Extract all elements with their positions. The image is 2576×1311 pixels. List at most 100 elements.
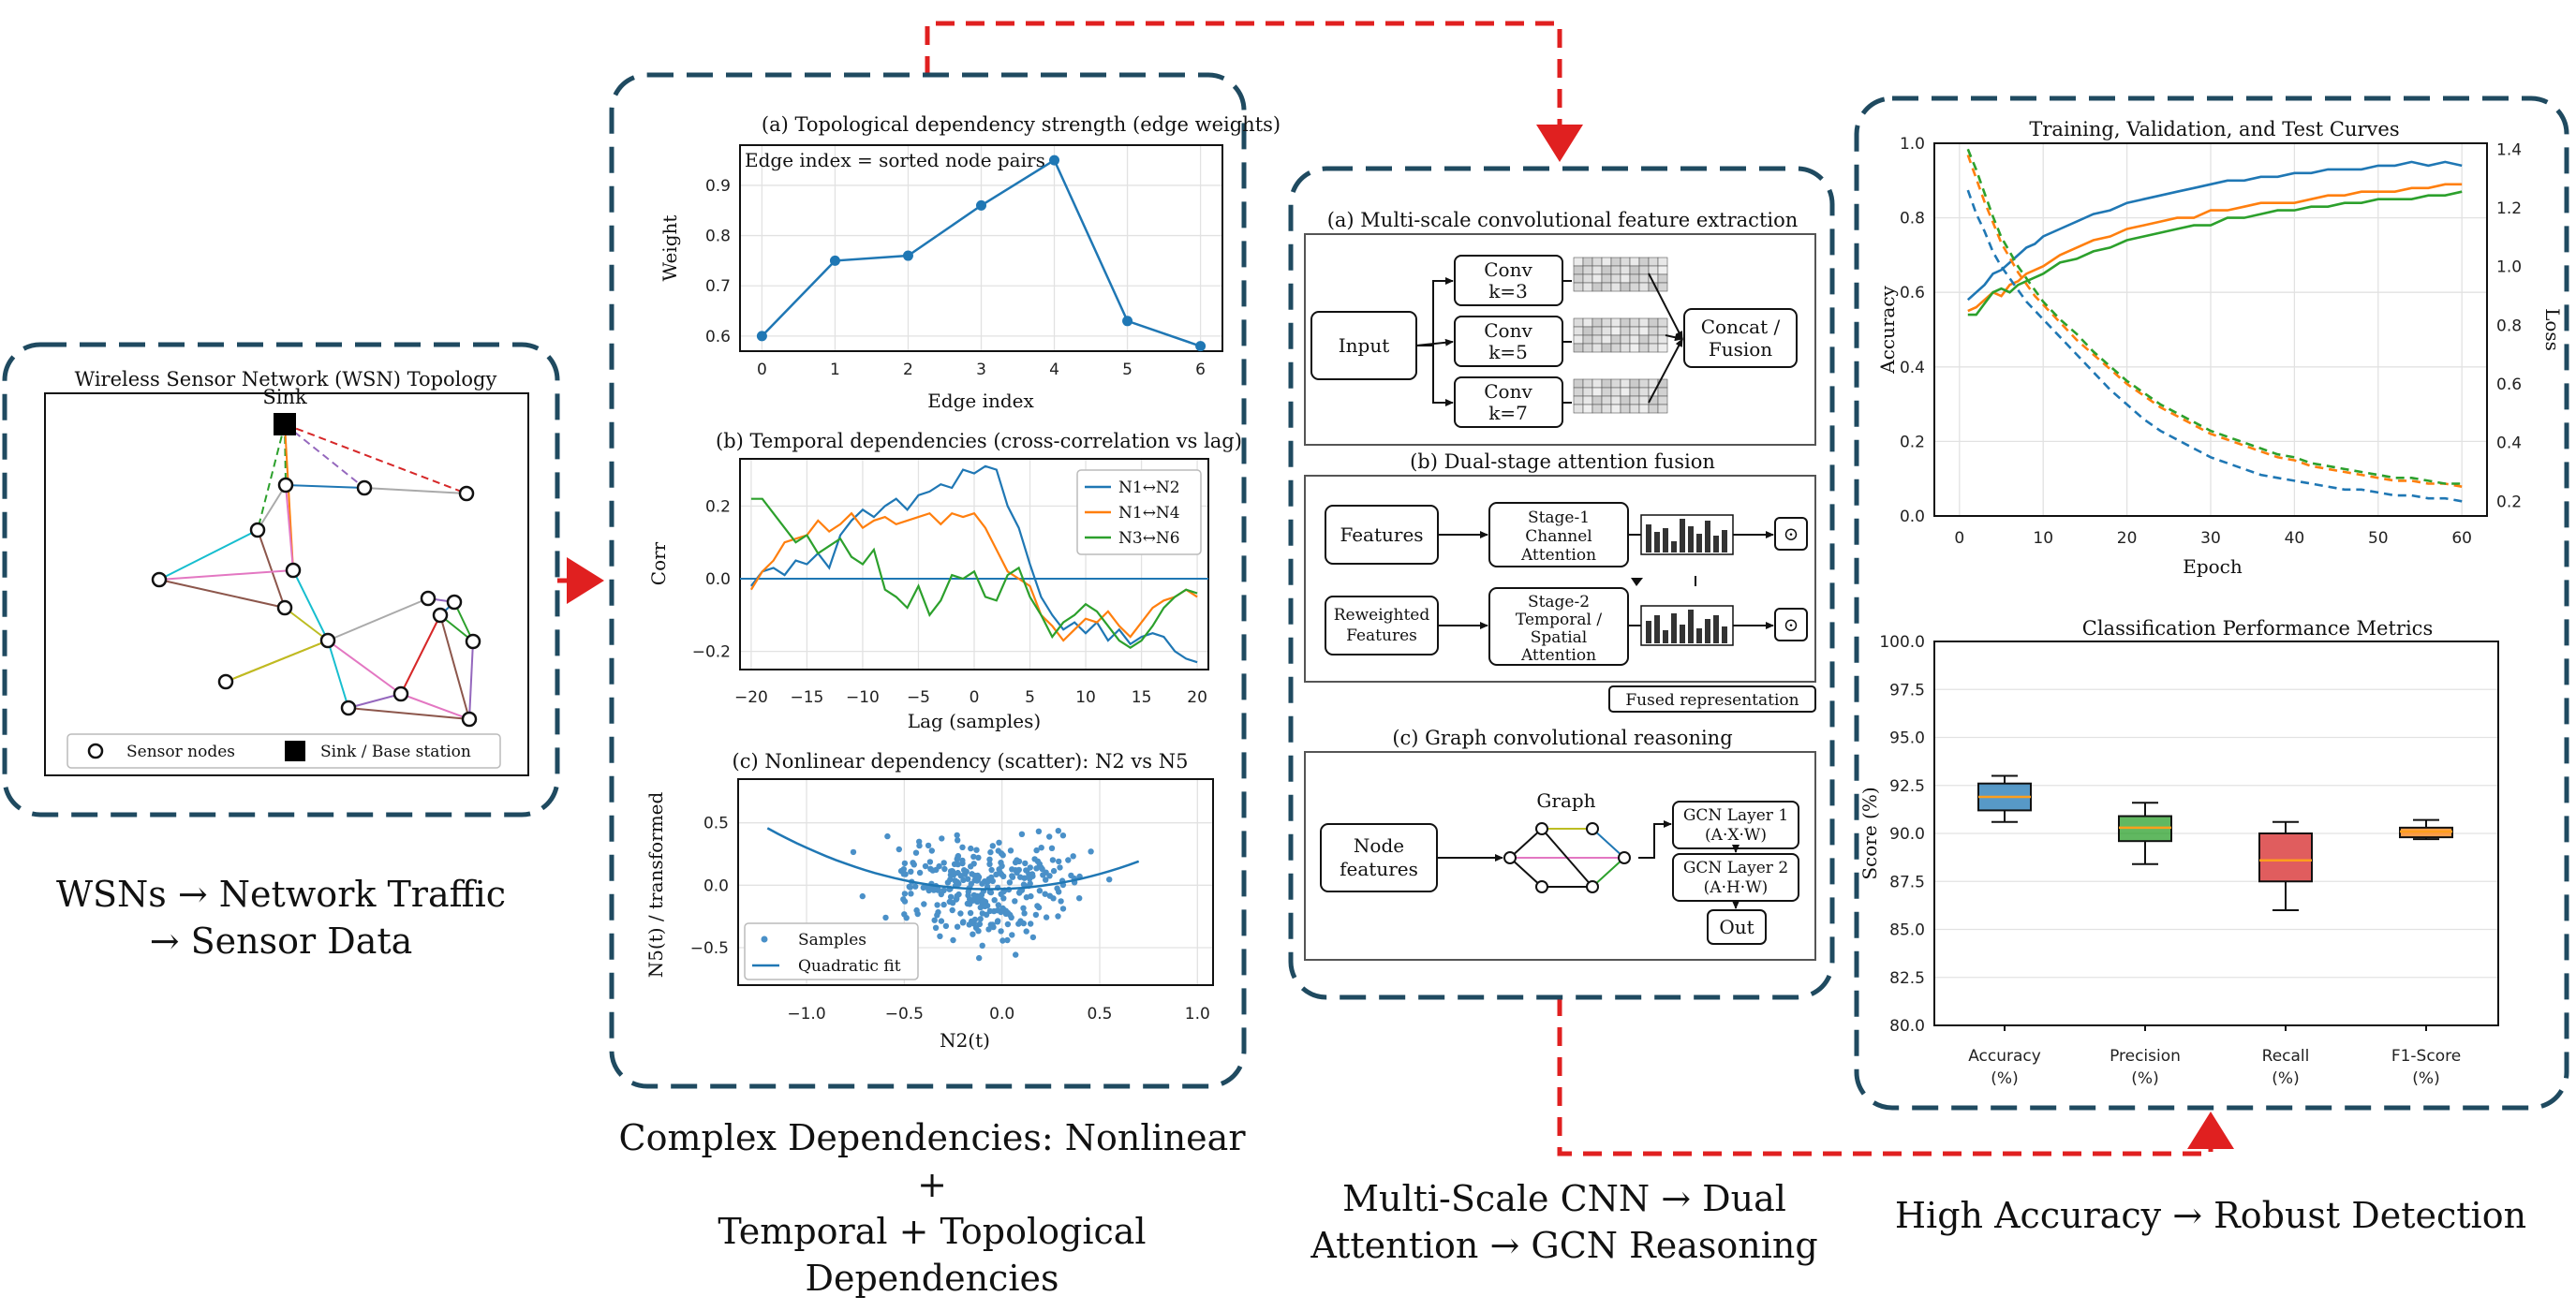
scatter-point: [850, 848, 857, 856]
scatter-point: [937, 933, 943, 939]
scatter-point: [913, 906, 920, 914]
sink-station-icon: [285, 741, 305, 761]
svg-text:Conv: Conv: [1484, 380, 1532, 403]
edge-x-tick: 5: [1122, 361, 1133, 379]
scatter-point: [897, 867, 905, 875]
wsn-edge: [285, 484, 365, 489]
box-y-tick: 90.0: [1889, 825, 1925, 844]
gcn-arrows: [1437, 820, 1740, 909]
scatter-points: [850, 828, 1113, 962]
sensor-node-icon: [87, 743, 104, 759]
scatter-point: [944, 879, 952, 886]
edge-y-tick: 0.9: [705, 177, 731, 196]
scatter-point: [971, 916, 979, 923]
edge-weight-point: [829, 255, 840, 266]
scatter-point: [954, 923, 961, 930]
feature-cell: [1629, 326, 1640, 336]
scatter-point: [1056, 889, 1062, 895]
scatter-point: [1013, 951, 1019, 958]
scatter-point: [1068, 872, 1074, 879]
scatter-point: [908, 868, 914, 875]
svg-text:Channel: Channel: [1525, 527, 1592, 546]
scatter-point: [910, 862, 917, 868]
box-x-label: Precision: [2110, 1047, 2181, 1066]
feature-cell: [1657, 334, 1668, 345]
legend-sensor-nodes: Sensor nodes: [126, 743, 235, 761]
feature-cell: [1601, 273, 1612, 284]
sensor-node: [319, 632, 336, 649]
attention-bar: [1646, 621, 1651, 643]
scatter-y-tick: 0.0: [703, 876, 729, 895]
feature-cell: [1610, 395, 1621, 405]
feature-cell: [1629, 257, 1640, 267]
corr-chart-ylabel: Corr: [647, 541, 670, 585]
attention-bar: [1654, 615, 1660, 643]
scatter-point: [1023, 867, 1029, 874]
scatter-point: [1000, 889, 1007, 895]
graph-node: [1535, 880, 1548, 893]
panel-results: [1854, 96, 2569, 1111]
box-x-label: F1-Score: [2391, 1047, 2461, 1066]
scatter-point: [947, 893, 955, 900]
graph-label: Graph: [1536, 789, 1595, 812]
feature-cell: [1591, 343, 1603, 353]
graph-edge: [1509, 828, 1543, 859]
stage2-box: Stage-2 Temporal / Spatial Attention: [1488, 587, 1629, 666]
corr-x-tick: −5: [907, 688, 930, 707]
scatter-point: [940, 860, 947, 866]
caption-deps-line1: Complex Dependencies: Nonlinear +: [618, 1117, 1246, 1205]
attention-bar: [1654, 532, 1660, 552]
feature-cell: [1610, 387, 1621, 397]
box-y-tick: 87.5: [1889, 873, 1925, 891]
scatter-point: [1004, 921, 1012, 928]
box-x-label-unit: (%): [1991, 1069, 2018, 1088]
corr-series-lines: [749, 464, 1198, 664]
feature-cell: [1582, 387, 1593, 397]
feature-cell: [1657, 257, 1668, 267]
feature-cell: [1620, 326, 1631, 336]
scatter-point: [975, 854, 982, 862]
scatter-point: [901, 898, 909, 905]
corr-legend: N1↔N2 N1↔N4 N3↔N6: [1076, 469, 1202, 555]
wsn-edge: [327, 640, 402, 695]
edge-weight-point: [976, 199, 986, 211]
curve-validation-loss: [1966, 155, 2463, 488]
corr-y-tick: 0.0: [705, 570, 731, 589]
scatter-point: [955, 891, 962, 898]
svg-text:⊙: ⊙: [1784, 613, 1799, 636]
scatter-point: [922, 862, 929, 870]
scatter-chart: (c) Nonlinear dependency (scatter): N2 v…: [644, 750, 1214, 1052]
scatter-point: [1035, 828, 1043, 834]
scatter-point: [954, 832, 960, 839]
feature-cell: [1601, 282, 1612, 292]
edge-weight-point: [1122, 316, 1133, 327]
scatter-point: [989, 921, 996, 928]
scatter-point: [1020, 905, 1027, 911]
svg-text:GCN Layer 1: GCN Layer 1: [1683, 806, 1788, 825]
feature-cell: [1591, 334, 1603, 345]
svg-text:Fused representation: Fused representation: [1625, 691, 1799, 710]
edge-chart-grid: [740, 145, 1222, 351]
sensor-node: [277, 477, 294, 493]
scatter-point: [984, 878, 990, 885]
feature-cell: [1573, 326, 1584, 336]
feature-map-grids: [1573, 257, 1668, 414]
corr-y-tick: 0.2: [705, 497, 731, 516]
feature-cell: [1610, 326, 1621, 336]
feature-cell: [1648, 265, 1659, 275]
feature-cell: [1591, 387, 1603, 397]
feature-cell: [1629, 282, 1640, 292]
feature-cell: [1620, 387, 1631, 397]
scatter-point: [949, 906, 955, 914]
feature-cell: [1657, 273, 1668, 284]
sensor-node: [392, 685, 409, 702]
scatter-point: [986, 861, 993, 867]
graph-node: [1586, 822, 1599, 835]
feature-cell: [1638, 387, 1650, 397]
feature-cell: [1573, 317, 1584, 328]
scatter-point: [980, 898, 986, 905]
wsn-edge: [327, 640, 349, 709]
train-x-tick: 50: [2368, 529, 2389, 548]
